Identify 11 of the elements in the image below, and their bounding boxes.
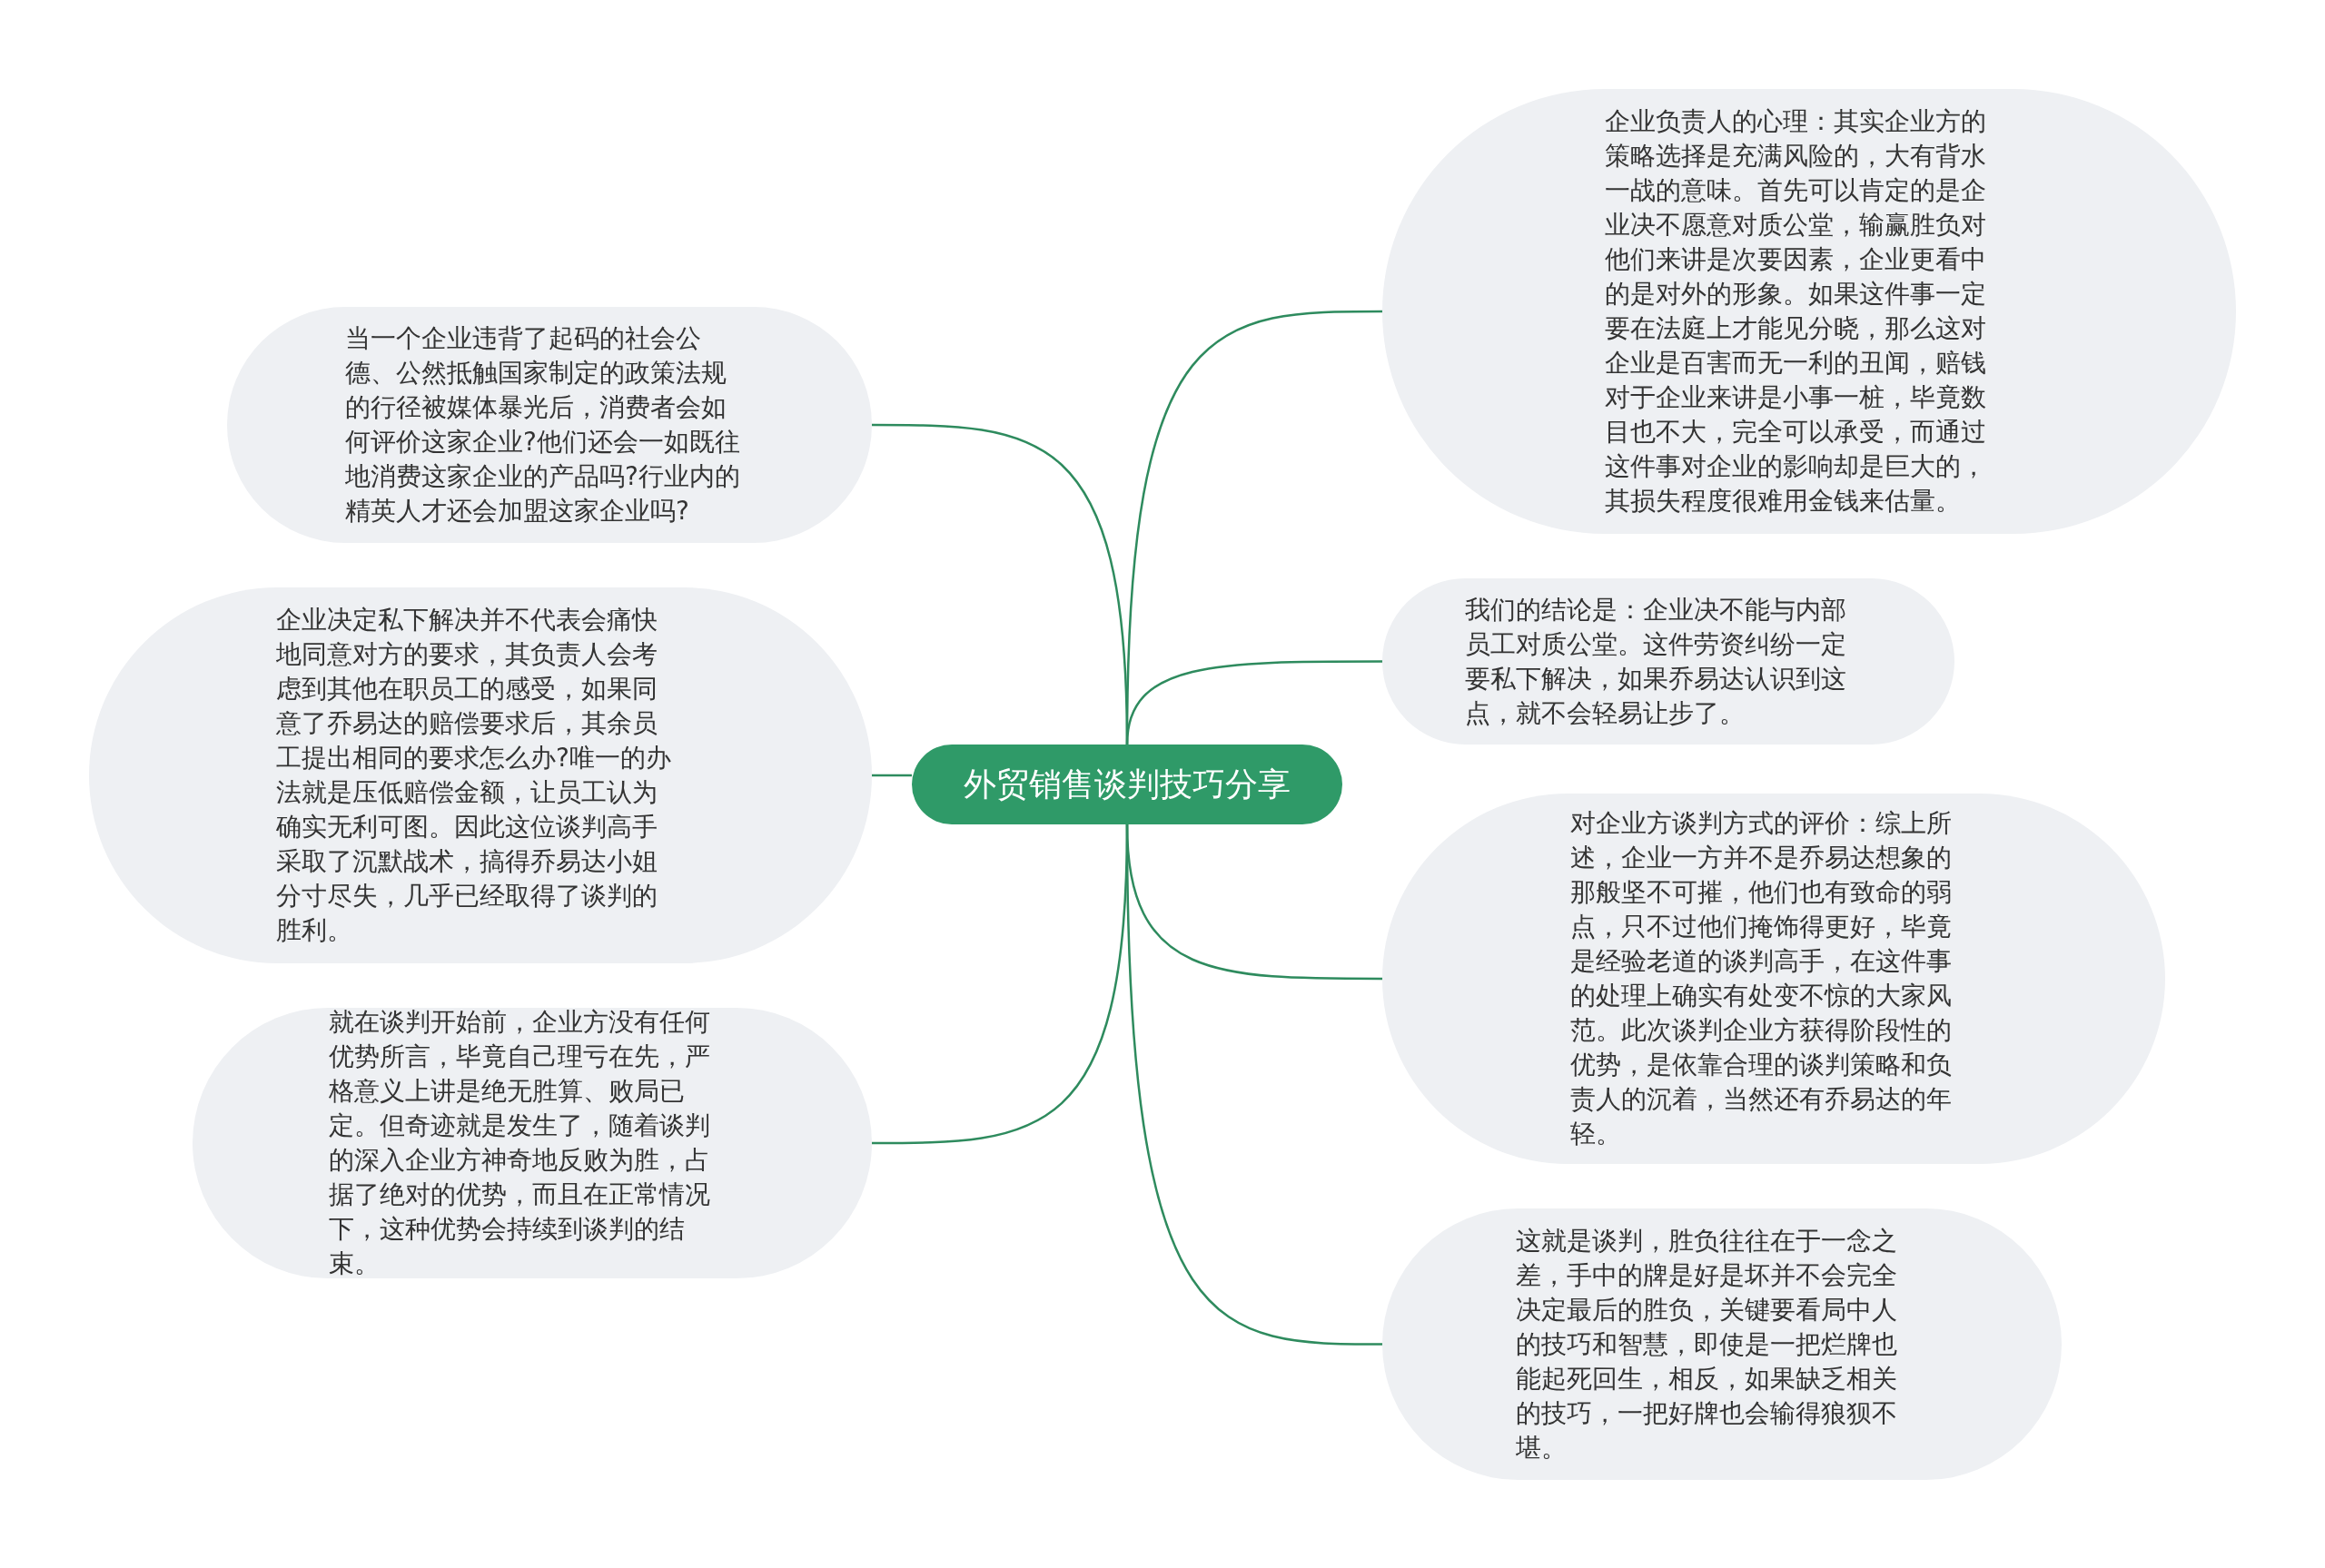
connector-line bbox=[1125, 824, 1382, 1346]
note-bubble: 企业负责人的心理：其实企业方的策略选择是充满风险的，大有背水一战的意味。首先可以肯定的是企业决不愿意对质公堂，输赢胜负对他们来讲是次要因素，企业更看中的是对外的形象。如果这件事一定要在法庭上才能见分晓，那么这对企业是百害而无一利的丑闻，赔钱对于企业来讲是小事一桩，毕竟数目也不大，完全可以承受，而通过这件事对企业的影响却是巨大的，其损失程度很难用金钱来估量。 bbox=[1382, 89, 2236, 534]
note-bubble: 当一个企业违背了起码的社会公德、公然抵触国家制定的政策法规的行径被媒体暴光后，消费者会如何评价这家企业?他们还会一如既往地消费这家企业的产品吗?行业内的精英人才还会加盟这家企业吗? bbox=[227, 307, 872, 543]
connector-line bbox=[1125, 660, 1382, 745]
note-bubble: 就在谈判开始前，企业方没有任何优势所言，毕竟自己理亏在先，严格意义上讲是绝无胜算、败局已定。但奇迹就是发生了，随着谈判的深入企业方神奇地反败为胜，占据了绝对的优势，而且在正常情况下，这种优势会持续到谈判的结束。 bbox=[193, 1008, 872, 1278]
note-bubble: 企业决定私下解决并不代表会痛快地同意对方的要求，其负责人会考虑到其他在职员工的感受，如果同意了乔易达的赔偿要求后，其余员工提出相同的要求怎么办?唯一的办法就是压低赔偿金额，让员工认为确实无利可图。因此这位谈判高手采取了沉默战术，搞得乔易达小姐分寸尽失，几乎已经取得了谈判的胜利。 bbox=[89, 587, 872, 963]
note-bubble: 这就是谈判，胜负往往在于一念之差，手中的牌是好是坏并不会完全决定最后的胜负，关键要看局中人的技巧和智慧，即使是一把烂牌也能起死回生，相反，如果缺乏相关的技巧，一把好牌也会输得狼狈不堪。 bbox=[1382, 1208, 2062, 1480]
topic-bubble: 外贸销售谈判技巧分享 bbox=[912, 745, 1342, 824]
connector-line bbox=[872, 774, 912, 777]
note-bubble: 我们的结论是：企业决不能与内部员工对质公堂。这件劳资纠纷一定要私下解决，如果乔易达认识到这点，就不会轻易让步了。 bbox=[1382, 578, 1954, 745]
note-bubble: 对企业方谈判方式的评价：综上所述，企业一方并不是乔易达想象的那般坚不可摧，他们也有致命的弱点，只不过他们掩饰得更好，毕竟是经验老道的谈判高手，在这件事的处理上确实有处变不惊的大家风范。此次谈判企业方获得阶段性的优势，是依靠合理的谈判策略和负责人的沉着，当然还有乔易达的年轻。 bbox=[1382, 794, 2165, 1164]
